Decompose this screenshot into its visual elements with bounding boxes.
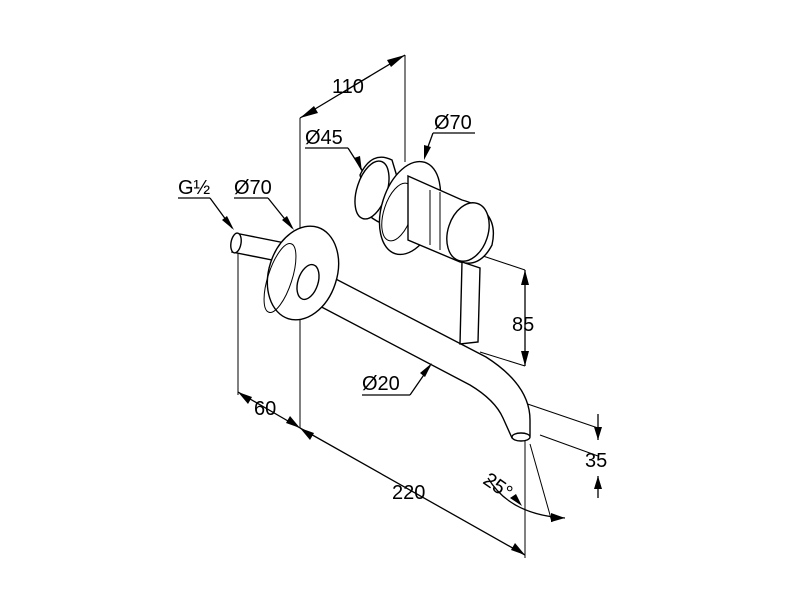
label-thread: G½ <box>178 177 211 199</box>
label-angle: 25° <box>479 469 516 504</box>
label-35: 35 <box>585 450 607 472</box>
label-220: 220 <box>392 482 425 504</box>
label-d70-spout: Ø70 <box>234 177 272 199</box>
dimension-angle: 25° <box>479 469 566 522</box>
leader-d70-spout: Ø70 <box>234 177 294 230</box>
dimension-220: 220 <box>299 427 526 556</box>
label-60: 60 <box>254 398 276 420</box>
handle-assembly <box>354 156 494 345</box>
dimension-35: 35 <box>585 414 607 498</box>
dimension-60: 60 <box>237 391 301 429</box>
dimension-85: 85 <box>512 270 534 366</box>
leader-d70-handle: Ø70 <box>424 112 475 160</box>
leader-d20: Ø20 <box>362 363 432 396</box>
label-110: 110 <box>332 76 364 98</box>
dimension-110: 110 <box>299 54 406 119</box>
label-d45: Ø45 <box>305 127 343 149</box>
leader-thread: G½ <box>178 177 234 230</box>
inlet-assembly <box>230 225 340 321</box>
spout <box>292 261 531 442</box>
label-85: 85 <box>512 314 534 336</box>
label-d20: Ø20 <box>362 373 400 395</box>
leader-d45: Ø45 <box>305 127 363 172</box>
label-d70-handle: Ø70 <box>434 112 472 134</box>
